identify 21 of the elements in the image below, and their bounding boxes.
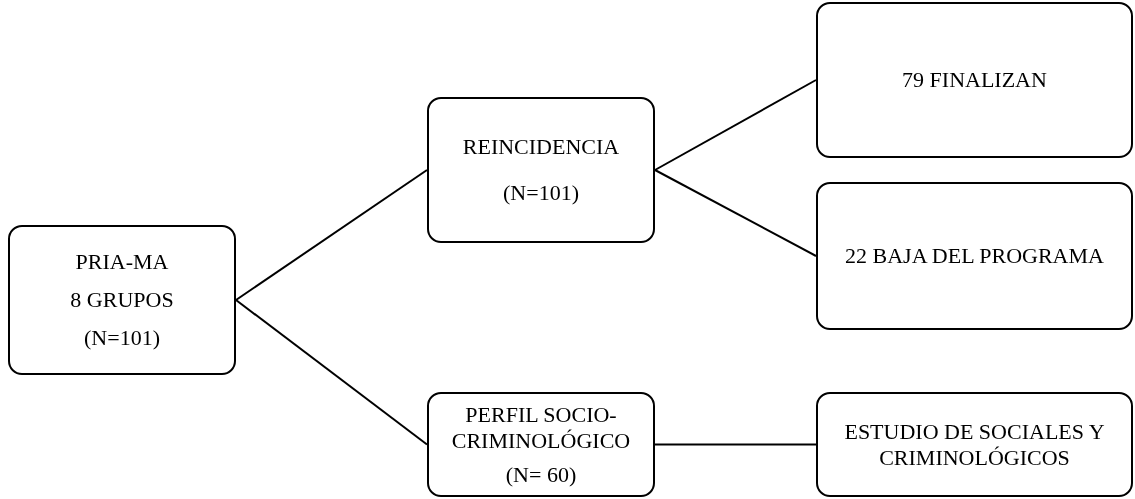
rounded-box xyxy=(427,392,655,497)
rounded-box xyxy=(8,225,236,375)
connector-line xyxy=(654,443,817,446)
box-text: PRIA-MA xyxy=(75,249,169,275)
rounded-box xyxy=(427,97,655,243)
box-text: (N= 60) xyxy=(505,461,577,488)
box-text: 79 FINALIZAN xyxy=(902,67,1047,93)
rounded-box xyxy=(816,182,1133,330)
connector-line xyxy=(235,169,428,301)
connector-line xyxy=(235,299,428,446)
box-text: (N=101) xyxy=(84,325,160,351)
box-text: 22 BAJA DEL PROGRAMA xyxy=(845,243,1104,269)
box-text: (N=101) xyxy=(503,180,579,206)
rounded-box xyxy=(816,2,1133,158)
connector-line xyxy=(654,79,817,171)
connector-line xyxy=(654,169,817,257)
box-text: PERFIL SOCIO-CRIMINOLÓGICO xyxy=(450,401,632,454)
box-text: 8 GRUPOS xyxy=(70,287,174,313)
rounded-box xyxy=(816,392,1133,497)
box-text: REINCIDENCIA xyxy=(462,134,620,160)
box-text: ESTUDIO DE SOCIALES Y CRIMINOLÓGICOS xyxy=(843,418,1106,471)
